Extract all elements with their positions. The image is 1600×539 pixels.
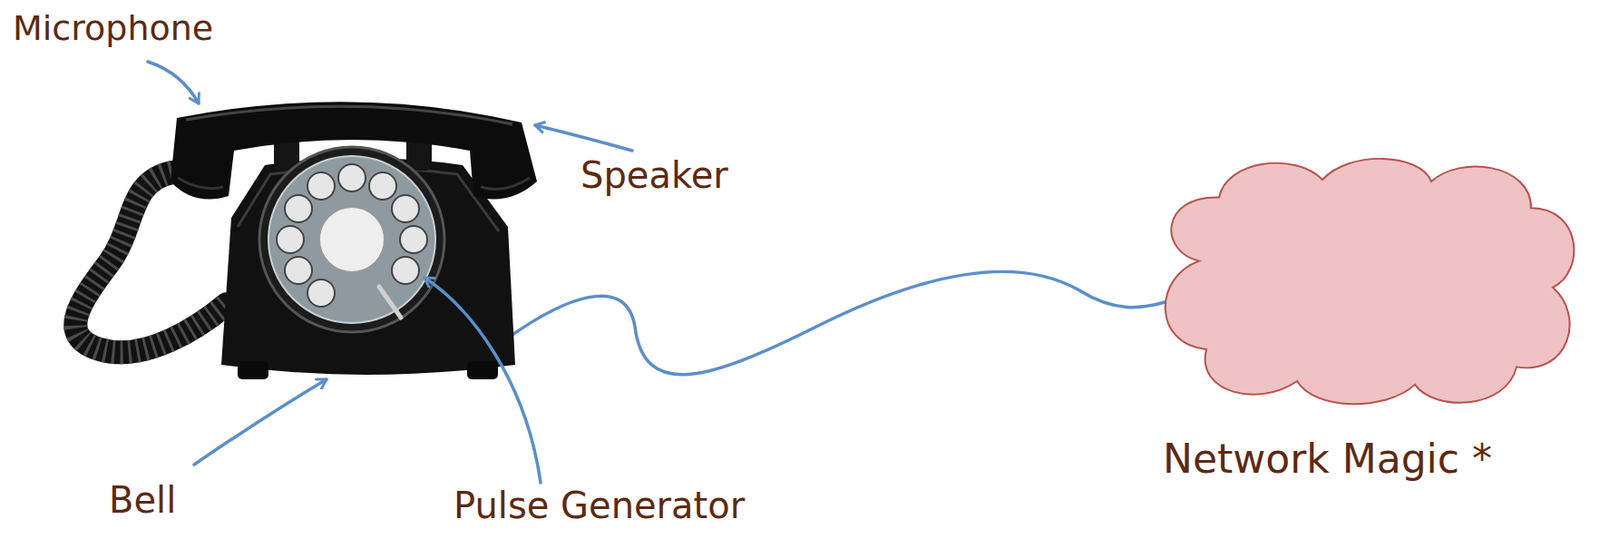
leader-arrow	[535, 125, 633, 151]
phone-wire	[509, 271, 1165, 375]
part-label: Pulse Generator	[453, 484, 745, 527]
leader-arrow	[194, 379, 327, 465]
part-label: Bell	[108, 478, 176, 521]
cloud-shape	[1142, 147, 1588, 413]
network-cloud: Network Magic *	[1142, 147, 1588, 485]
coiled-cord	[75, 172, 227, 352]
cloud-label: Network Magic *	[1162, 436, 1493, 483]
part-label: Microphone	[12, 9, 214, 49]
leader-arrow	[147, 61, 199, 104]
leader-arrow	[424, 277, 541, 483]
part-label: Speaker	[580, 154, 729, 196]
rotary-dial	[259, 146, 445, 332]
